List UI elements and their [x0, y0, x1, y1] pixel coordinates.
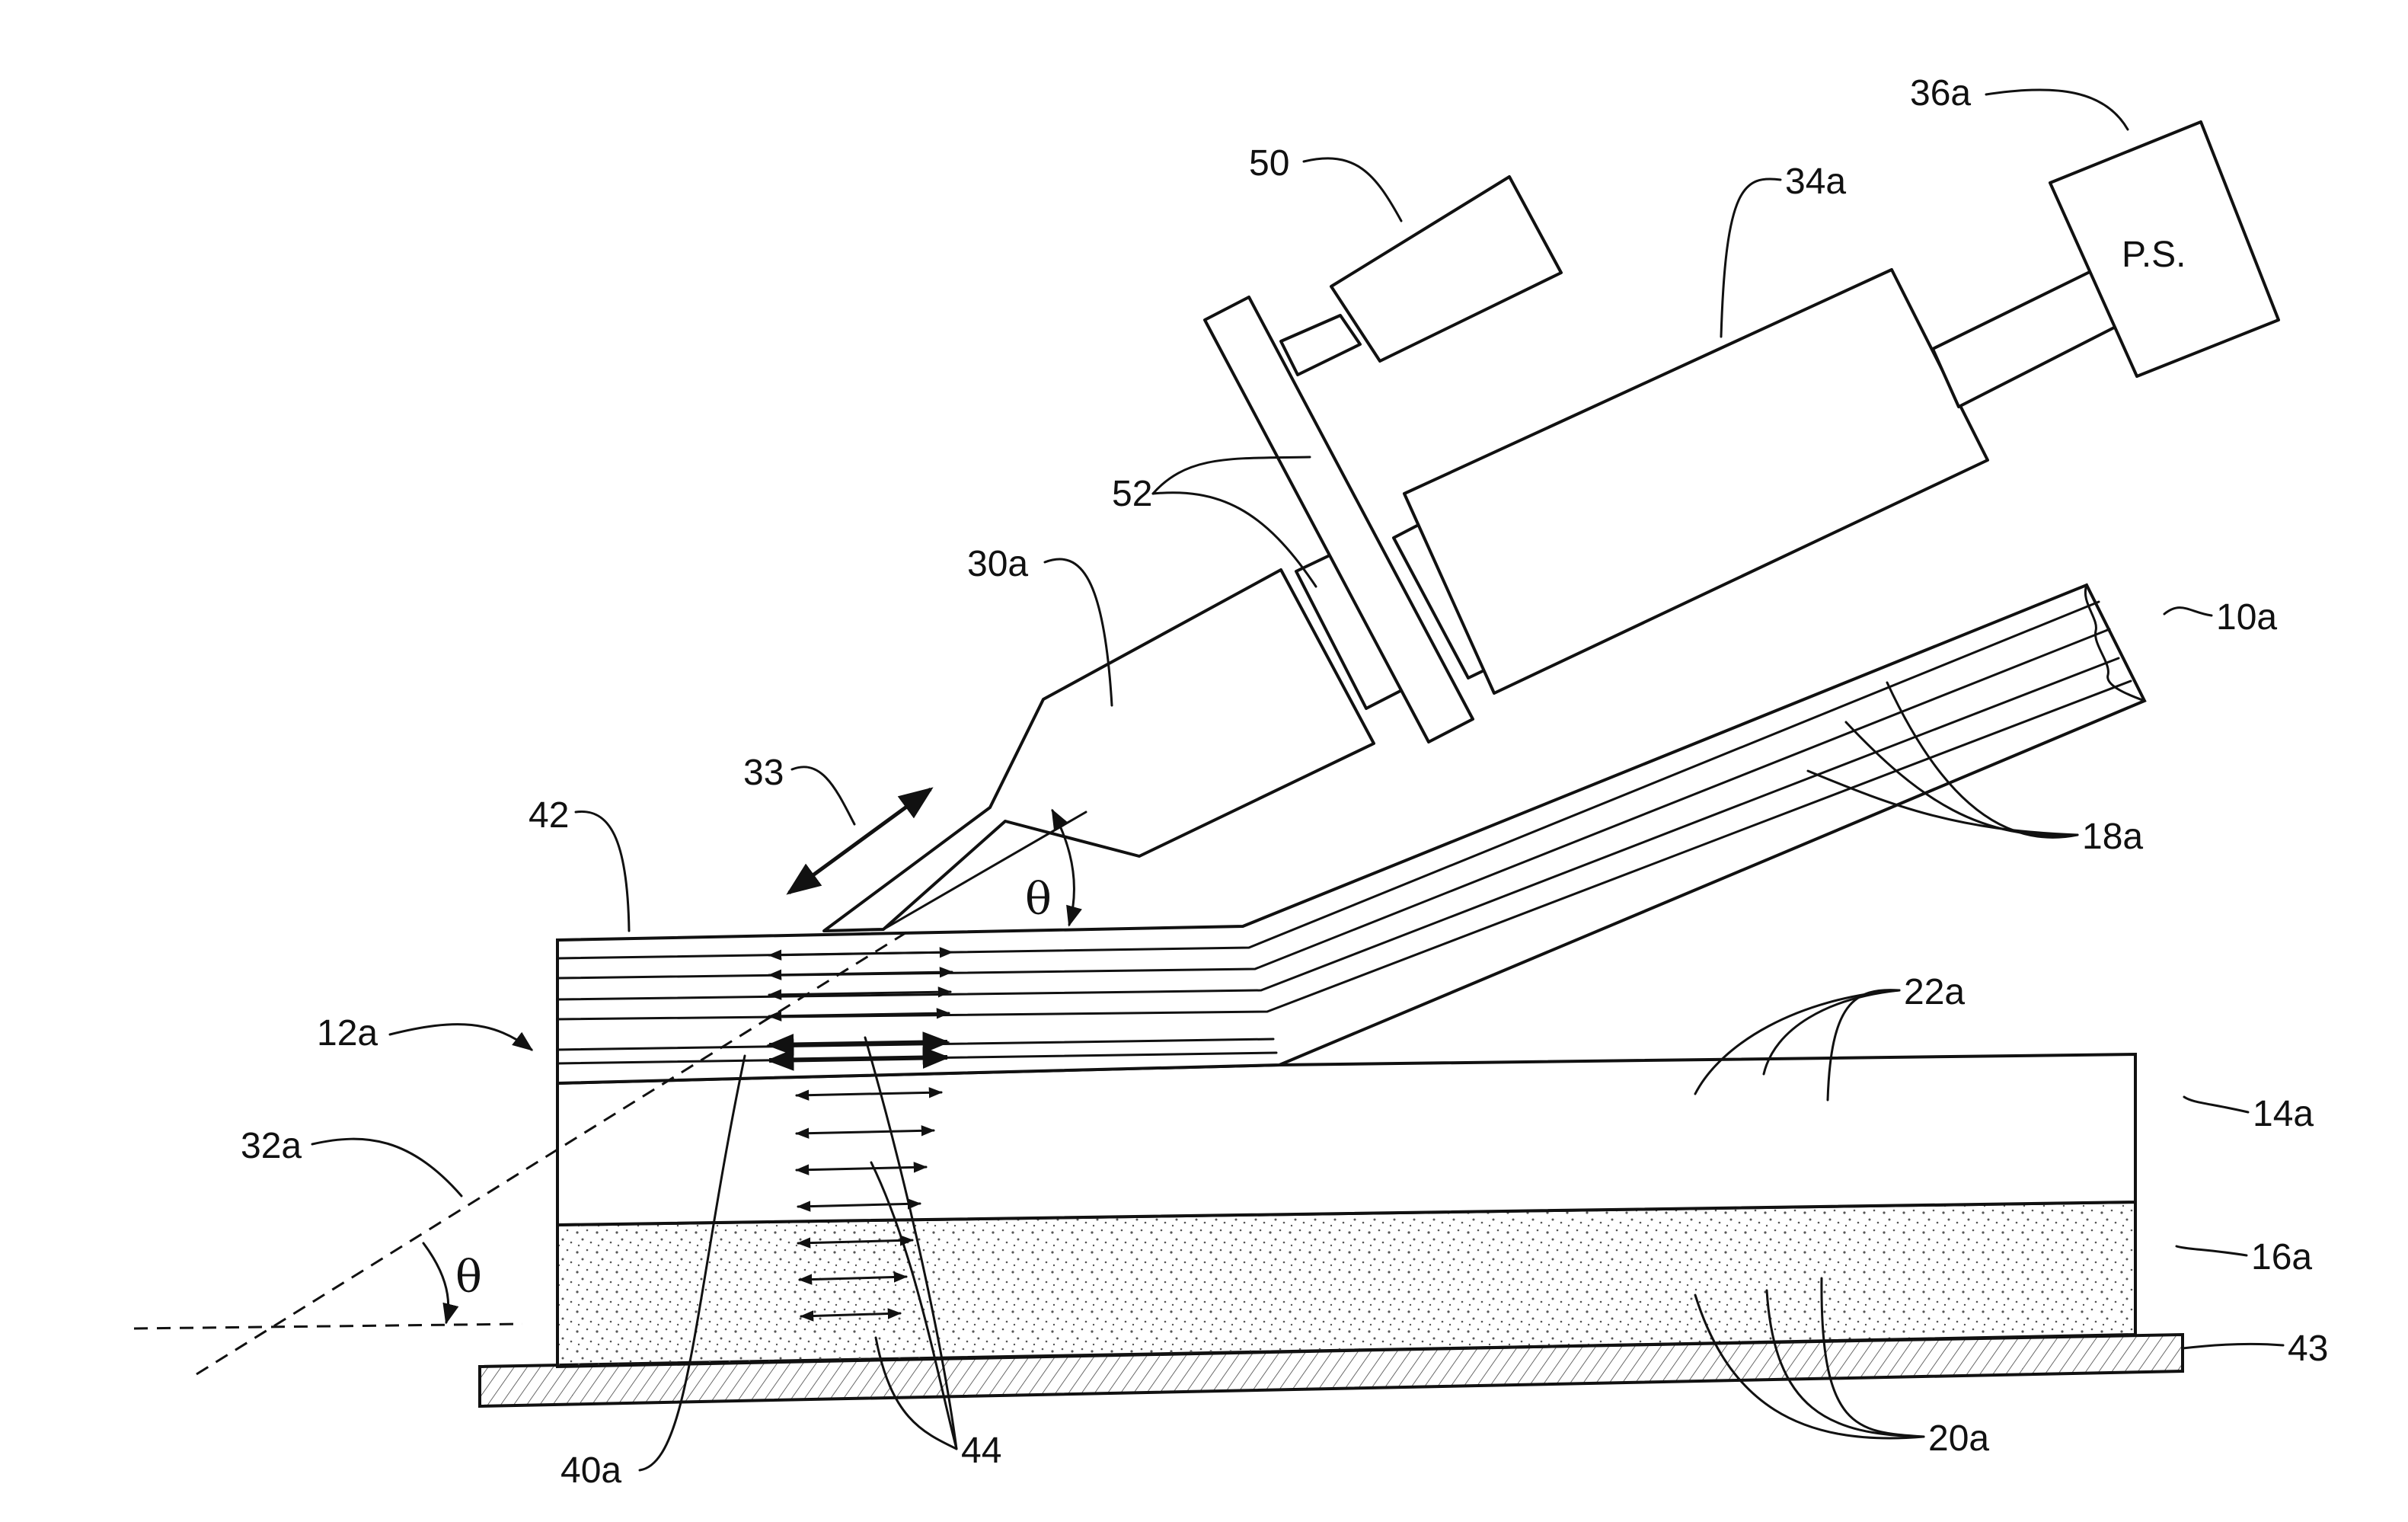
label-theta-bottom: θ	[455, 1251, 482, 1303]
label-42: 42	[529, 795, 569, 836]
label-34a: 34a	[1785, 161, 1846, 202]
label-20a: 20a	[1928, 1418, 1989, 1459]
label-14a: 14a	[2253, 1094, 2314, 1134]
label-36a: 36a	[1910, 73, 1971, 114]
label-33: 33	[743, 753, 784, 793]
label-12a: 12a	[317, 1013, 378, 1054]
label-50: 50	[1249, 143, 1289, 184]
label-18a: 18a	[2082, 817, 2143, 857]
layer-14a	[557, 1054, 2135, 1225]
power-coupling	[1933, 271, 2117, 407]
label-30a: 30a	[967, 544, 1028, 584]
label-52: 52	[1112, 474, 1152, 514]
label-43: 43	[2288, 1329, 2328, 1369]
power-supply-label: P.S.	[2122, 235, 2186, 275]
converter-34a	[1404, 270, 1988, 693]
label-22a: 22a	[1904, 972, 1965, 1012]
label-10a: 10a	[2216, 597, 2277, 638]
label-40a: 40a	[560, 1450, 621, 1491]
label-32a: 32a	[241, 1126, 302, 1166]
label-44: 44	[961, 1431, 1001, 1471]
transducer-50	[1331, 177, 1561, 361]
horn-30a	[824, 570, 1374, 931]
label-theta-top: θ	[1025, 873, 1052, 925]
label-16a: 16a	[2251, 1237, 2312, 1277]
